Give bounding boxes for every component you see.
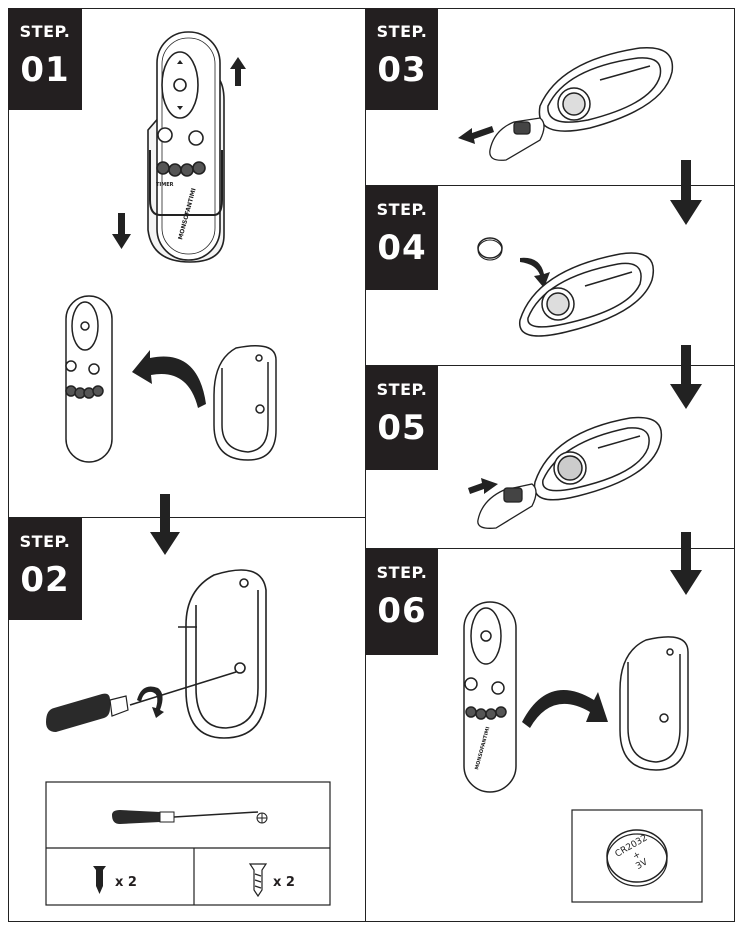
remote-back-open xyxy=(519,252,654,337)
step-number: 06 xyxy=(377,591,427,631)
coin-battery xyxy=(477,237,503,261)
remote-timer-label: TIMER xyxy=(156,182,174,188)
remote-front xyxy=(463,601,517,793)
wall-holder-large xyxy=(178,569,267,739)
battery-plus: + xyxy=(631,850,643,862)
divider-03-04 xyxy=(365,185,735,186)
panel-step-02 xyxy=(8,517,366,922)
step-03-badge: STEP. 03 xyxy=(366,8,438,110)
wall-holder xyxy=(213,345,277,461)
screwdriver-icon xyxy=(112,810,268,824)
step-number: 03 xyxy=(377,50,427,90)
down-arrow-icon xyxy=(112,213,131,249)
screwdriver-icon xyxy=(46,671,237,732)
step-02-badge: STEP. 02 xyxy=(8,518,82,620)
screw-icon xyxy=(93,866,106,894)
down-arrow-icon xyxy=(670,345,702,409)
step-label: STEP. xyxy=(376,563,428,582)
curved-arrow-icon xyxy=(132,350,206,408)
step-label: STEP. xyxy=(376,22,428,41)
remote-back-open xyxy=(533,416,663,501)
screw-quantity: x 2 xyxy=(115,875,137,890)
column-divider xyxy=(365,8,366,922)
step-label: STEP. xyxy=(376,380,428,399)
curved-arrow-icon xyxy=(520,257,550,288)
divider-05-06 xyxy=(365,548,735,549)
wall-holder xyxy=(619,636,689,771)
step-number: 04 xyxy=(377,228,427,268)
remote-in-holder xyxy=(147,31,225,263)
step-04-badge: STEP. 04 xyxy=(366,186,438,290)
step-number: 05 xyxy=(377,408,427,448)
step-number: 01 xyxy=(20,50,70,90)
step-number: 02 xyxy=(20,560,70,600)
step-06-badge: STEP. 06 xyxy=(366,549,438,655)
step-label: STEP. xyxy=(19,532,71,551)
battery-cover xyxy=(489,117,545,161)
battery-icon xyxy=(606,829,668,887)
step-label: STEP. xyxy=(19,22,71,41)
step-05-badge: STEP. 05 xyxy=(366,366,438,470)
battery-cover xyxy=(477,483,537,529)
curved-arrow-icon xyxy=(137,686,164,718)
anchor-quantity: x 2 xyxy=(273,875,295,890)
down-arrow-icon xyxy=(670,160,702,225)
down-arrow-icon xyxy=(150,494,180,555)
left-arrow-icon xyxy=(458,126,494,144)
wall-anchor-icon xyxy=(248,863,268,898)
step-01-badge: STEP. 01 xyxy=(8,8,82,110)
down-arrow-icon xyxy=(670,532,702,595)
up-arrow-icon xyxy=(230,57,246,86)
remote-detached xyxy=(65,295,113,463)
right-arrow-icon xyxy=(468,478,498,494)
remote-back-open xyxy=(538,46,674,132)
divider-04-05 xyxy=(365,365,735,366)
step-label: STEP. xyxy=(376,200,428,219)
curved-arrow-icon xyxy=(522,689,608,728)
parts-box xyxy=(45,781,331,906)
